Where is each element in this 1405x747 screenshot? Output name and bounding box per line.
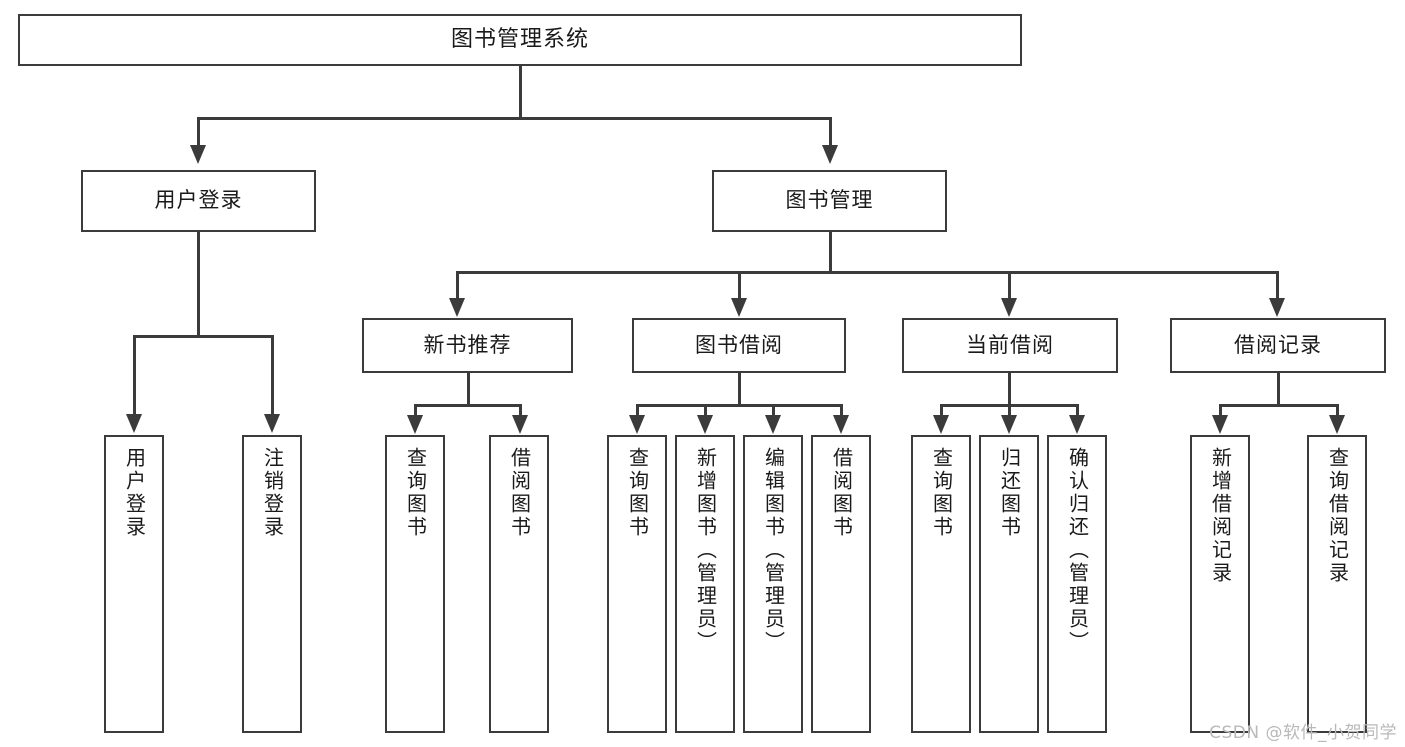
connector-br-bus	[1219, 404, 1338, 407]
arrowhead-root-to-book-management	[822, 145, 838, 164]
arrowhead-nbr-to-leaf-1	[407, 415, 423, 434]
node-label: 新书推荐	[423, 332, 512, 357]
leaf-user-login[interactable]: 用户登录	[104, 435, 164, 733]
node-label: 图书借阅	[695, 332, 783, 357]
arrowhead-bb-to-leaf-2	[697, 415, 713, 434]
node-book-management[interactable]: 图书管理	[712, 170, 947, 232]
connector-bm-to-borrow-record	[1276, 271, 1279, 300]
connector-nbr-stem	[467, 373, 470, 406]
node-label: 借阅图书	[829, 447, 854, 539]
node-borrow-record[interactable]: 借阅记录	[1170, 318, 1386, 373]
connector-book-management-bus	[456, 271, 1278, 274]
arrowhead-cb-to-leaf-2	[1001, 415, 1017, 434]
arrowhead-br-to-leaf-2	[1329, 415, 1345, 434]
node-label: 查询图书	[929, 447, 954, 539]
node-label: 图书管理系统	[450, 26, 589, 52]
arrowhead-cb-to-leaf-1	[933, 415, 949, 434]
leaf-query-book-3[interactable]: 查询图书	[911, 435, 971, 733]
connector-user-login-to-leaf-1	[133, 335, 136, 416]
connector-cb-stem	[1008, 373, 1011, 406]
connector-cb-to-leaf-1	[940, 404, 943, 417]
connector-bm-to-book-borrow	[738, 271, 741, 300]
node-label: 注销登录	[260, 447, 285, 539]
node-label: 当前借阅	[966, 332, 1054, 357]
connector-bb-to-leaf-4	[840, 404, 843, 417]
connector-nbr-to-leaf-1	[414, 404, 417, 417]
connector-bb-to-leaf-1	[636, 404, 639, 417]
node-label: 新增借阅记录	[1208, 447, 1233, 585]
node-label: 编辑图书（管理员）	[761, 447, 786, 654]
leaf-edit-book[interactable]: 编辑图书（管理员）	[743, 435, 803, 733]
node-label: 查询图书	[403, 447, 428, 539]
leaf-add-book[interactable]: 新增图书（管理员）	[675, 435, 735, 733]
node-root-system[interactable]: 图书管理系统	[18, 14, 1022, 66]
leaf-query-book-2[interactable]: 查询图书	[607, 435, 667, 733]
leaf-query-record[interactable]: 查询借阅记录	[1307, 435, 1367, 733]
leaf-borrow-book-2[interactable]: 借阅图书	[811, 435, 871, 733]
node-label: 借阅记录	[1234, 332, 1322, 357]
connector-user-login-to-leaf-2	[271, 335, 274, 416]
node-book-borrow[interactable]: 图书借阅	[632, 318, 846, 373]
connector-book-management-stem	[829, 232, 832, 273]
leaf-return-book[interactable]: 归还图书	[979, 435, 1039, 733]
node-user-login[interactable]: 用户登录	[81, 170, 316, 232]
connector-nbr-to-leaf-2	[519, 404, 522, 417]
leaf-borrow-book-1[interactable]: 借阅图书	[489, 435, 549, 733]
node-label: 新增图书（管理员）	[693, 447, 718, 654]
connector-bb-to-leaf-2	[704, 404, 707, 417]
arrowhead-root-to-user-login	[190, 145, 206, 164]
arrowhead-br-to-leaf-1	[1212, 415, 1228, 434]
connector-bb-bus	[636, 404, 842, 407]
connector-bb-stem	[738, 373, 741, 406]
connector-root-stem	[519, 66, 522, 118]
arrowhead-user-login-to-leaf-2	[264, 414, 280, 433]
connector-cb-to-leaf-3	[1076, 404, 1079, 417]
node-label: 归还图书	[997, 447, 1022, 539]
connector-root-to-user-login	[197, 117, 200, 147]
connector-bm-to-current-borrow	[1008, 271, 1011, 300]
arrowhead-user-login-to-leaf-1	[126, 414, 142, 433]
connector-user-login-bus	[133, 335, 273, 338]
arrowhead-bb-to-leaf-1	[629, 415, 645, 434]
node-label: 查询借阅记录	[1325, 447, 1350, 585]
arrowhead-cb-to-leaf-3	[1069, 415, 1085, 434]
connector-br-stem	[1277, 373, 1280, 406]
node-label: 确认归还（管理员）	[1065, 447, 1090, 654]
node-new-book-recommend[interactable]: 新书推荐	[362, 318, 573, 373]
node-label: 用户登录	[122, 447, 147, 539]
arrowhead-bb-to-leaf-4	[833, 415, 849, 434]
connector-bm-to-new-book-recommend	[456, 271, 459, 300]
connector-br-to-leaf-2	[1336, 404, 1339, 417]
leaf-query-book-1[interactable]: 查询图书	[385, 435, 445, 733]
arrowhead-bb-to-leaf-3	[765, 415, 781, 434]
arrowhead-bm-to-book-borrow	[731, 298, 747, 317]
connector-root-to-book-management	[829, 117, 832, 147]
node-label: 借阅图书	[507, 447, 532, 539]
connector-user-login-stem	[197, 232, 200, 336]
arrowhead-nbr-to-leaf-2	[512, 415, 528, 434]
leaf-logout-login[interactable]: 注销登录	[242, 435, 302, 733]
leaf-confirm-return[interactable]: 确认归还（管理员）	[1047, 435, 1107, 733]
arrowhead-bm-to-borrow-record	[1269, 298, 1285, 317]
connector-br-to-leaf-1	[1219, 404, 1222, 417]
arrowhead-bm-to-current-borrow	[1001, 298, 1017, 317]
leaf-add-record[interactable]: 新增借阅记录	[1190, 435, 1250, 733]
node-label: 查询图书	[625, 447, 650, 539]
node-label: 图书管理	[785, 188, 874, 213]
node-current-borrow[interactable]: 当前借阅	[902, 318, 1118, 373]
arrowhead-bm-to-new-book-recommend	[449, 298, 465, 317]
node-label: 用户登录	[154, 188, 243, 213]
connector-nbr-bus	[414, 404, 521, 407]
connector-cb-to-leaf-2	[1008, 404, 1011, 417]
connector-bb-to-leaf-3	[772, 404, 775, 417]
connector-root-bus	[197, 117, 831, 120]
